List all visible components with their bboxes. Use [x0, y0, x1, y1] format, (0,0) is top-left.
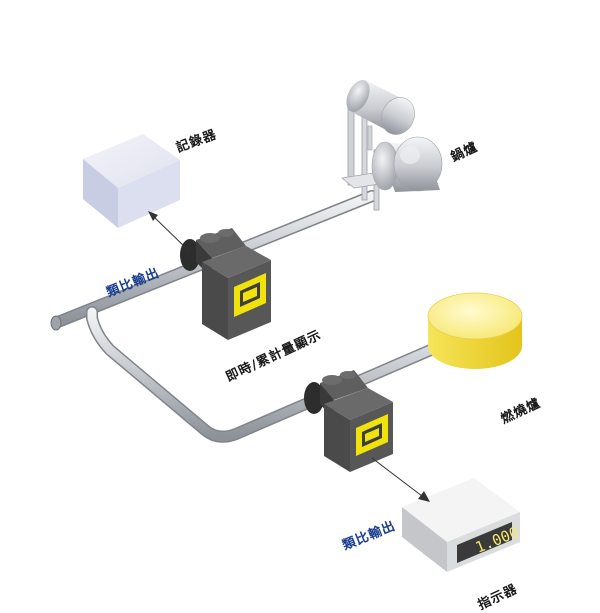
signal-arrows [148, 211, 430, 502]
flow-meter-diagram: 1.000 [50, 80, 523, 572]
indicator-box: 1.000 [402, 478, 521, 572]
flow-meter-upper [180, 228, 271, 340]
boiler [341, 80, 443, 211]
burner-tank [427, 292, 523, 369]
flow-meter-lower [304, 370, 393, 472]
recorder-box [83, 134, 180, 228]
